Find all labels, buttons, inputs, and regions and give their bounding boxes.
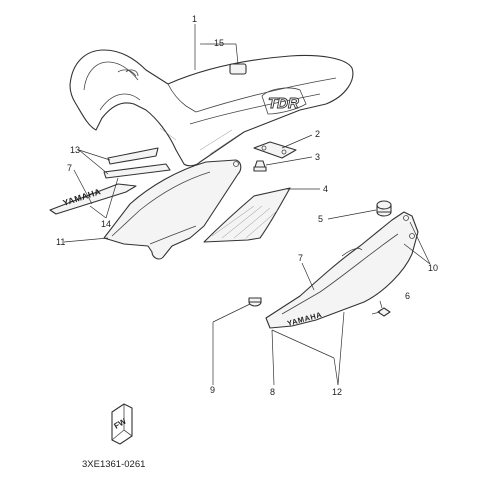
callout-12: 12 [332, 387, 342, 397]
right-side-cover: YAMAHA [265, 211, 419, 329]
callout-10: 10 [428, 263, 438, 273]
left-side-cover [103, 159, 242, 260]
callout-15: 15 [214, 38, 224, 48]
callout-9: 9 [210, 385, 215, 395]
leader-lines [63, 24, 431, 386]
callout-6: 6 [405, 291, 410, 301]
callout-5: 5 [318, 214, 323, 224]
callouts: 1 2 3 4 5 6 7 7 8 9 10 11 12 13 14 15 [56, 14, 438, 397]
callout-2: 2 [315, 129, 320, 139]
grommet [376, 200, 392, 217]
tail-emblem: YAMAHA [49, 183, 137, 215]
stripe-emblems [103, 147, 171, 179]
callout-13: 13 [70, 145, 80, 155]
callout-4: 4 [323, 184, 328, 194]
callout-3: 3 [315, 152, 320, 162]
callout-8: 8 [270, 387, 275, 397]
seat: TDR [69, 49, 354, 167]
callout-7-left: 7 [67, 163, 72, 173]
callout-14: 14 [101, 219, 111, 229]
seat-hook [229, 63, 247, 75]
forward-arrow-badge: FW [111, 403, 133, 445]
bracket [253, 141, 297, 159]
damper [253, 160, 267, 172]
callout-7-right: 7 [298, 253, 303, 263]
callout-1: 1 [192, 14, 197, 24]
small-grommet [248, 297, 262, 307]
callout-11: 11 [56, 237, 65, 247]
panel [203, 187, 291, 243]
figure-code: 3XE1361-0261 [82, 459, 145, 470]
screw [371, 307, 391, 317]
seat-logo: TDR [268, 95, 299, 112]
